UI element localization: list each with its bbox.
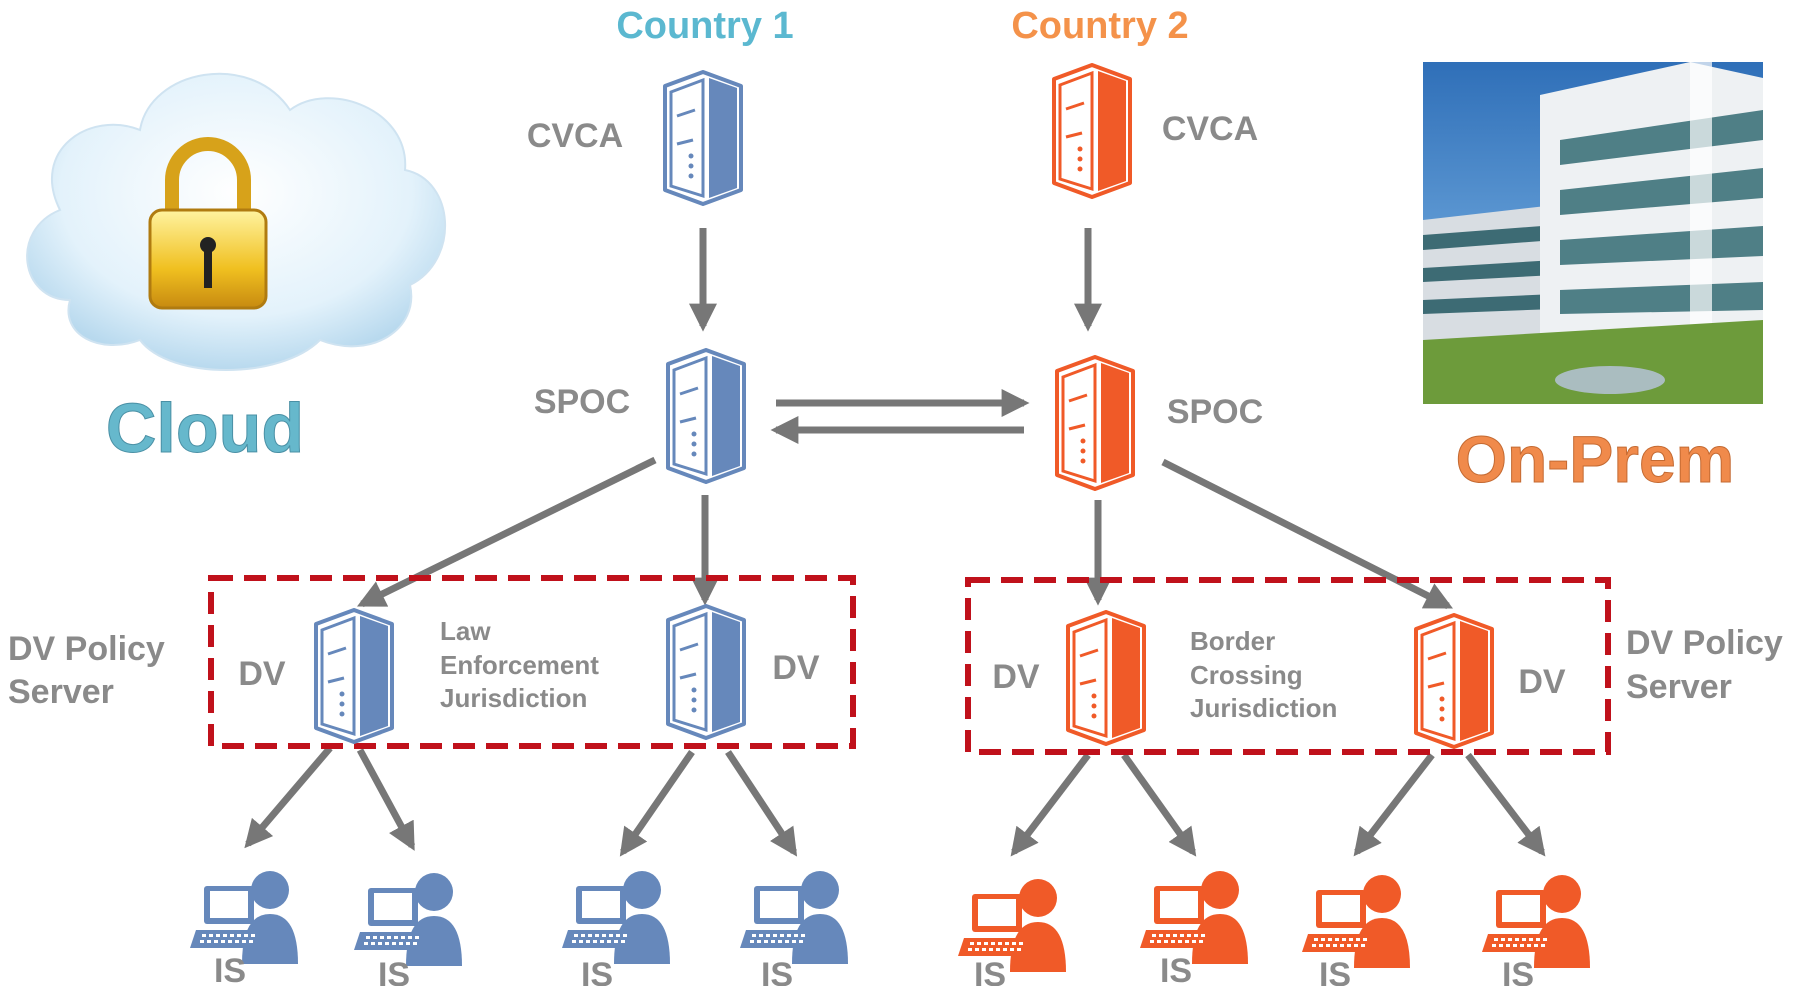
onprem-label: On-Prem — [1456, 422, 1735, 496]
dv-policy-line: DV Policy — [8, 630, 165, 668]
cvca-server-icon — [1052, 63, 1132, 199]
connection-arrows — [244, 228, 1546, 857]
is-label: IS — [1319, 956, 1351, 986]
spoc-label: SPOC — [1167, 393, 1263, 431]
cloud-lock-icon — [26, 72, 446, 371]
spoc-server-icon — [666, 348, 746, 484]
dv-server-icon — [1066, 610, 1146, 746]
jurisdiction-line: Crossing — [1190, 660, 1303, 690]
law-enforcement-jurisdiction-box — [208, 575, 856, 749]
spoc-server-icon — [1055, 355, 1135, 491]
jurisdiction-line: Jurisdiction — [1190, 693, 1337, 723]
user-workstation-icon — [562, 871, 670, 964]
cloud-label: Cloud — [106, 389, 304, 467]
is-label: IS — [1160, 952, 1192, 986]
dv-policy-server-label-right: DV Policy Server — [1626, 624, 1783, 706]
dv-policy-line: Server — [1626, 668, 1732, 706]
dv-server-icon — [666, 604, 746, 740]
office-building-photo — [1423, 62, 1763, 404]
is-label: IS — [378, 956, 410, 986]
dv-policy-line: Server — [8, 673, 114, 711]
law-enforcement-jurisdiction-label: Law Enforcement Jurisdiction — [440, 616, 599, 713]
spoc-label: SPOC — [534, 383, 630, 421]
user-workstation-icon — [1302, 875, 1410, 968]
user-workstation-icon — [1482, 875, 1590, 968]
arrow-dv4-is8 — [1465, 752, 1546, 857]
jurisdiction-line: Border — [1190, 626, 1275, 656]
dv-label: DV — [772, 649, 820, 687]
jurisdiction-line: Jurisdiction — [440, 683, 587, 713]
dv-server-icon — [314, 608, 394, 744]
country2-title: Country 2 — [1011, 5, 1188, 47]
border-crossing-jurisdiction-label: Border Crossing Jurisdiction — [1190, 626, 1337, 723]
is-label: IS — [1502, 956, 1534, 986]
is-label: IS — [974, 956, 1006, 986]
is-label: IS — [581, 956, 613, 986]
arrow-dv2-is4 — [725, 750, 798, 857]
dv-label: DV — [238, 655, 286, 693]
dv-policy-server-label-left: DV Policy Server — [8, 630, 165, 711]
dv-label: DV — [1518, 663, 1566, 701]
border-crossing-jurisdiction-box — [965, 577, 1611, 755]
cvca-server-icon — [663, 70, 743, 206]
dv-policy-line: DV Policy — [1626, 624, 1783, 662]
user-workstation-icon — [1140, 871, 1248, 964]
arrow-dv3-is5 — [1010, 752, 1091, 857]
user-workstation-icon — [190, 871, 298, 964]
arrow-dv1-is1 — [244, 745, 333, 849]
arrow-dv1-is2 — [356, 748, 416, 851]
arrow-spoc2-dv4 — [1161, 458, 1453, 610]
user-workstation-icon — [740, 871, 848, 964]
arrow-dv3-is6 — [1121, 752, 1197, 857]
arrow-spoc1-dv1 — [356, 456, 657, 608]
user-workstation-icon — [354, 873, 462, 966]
dv-server-icon — [1414, 613, 1494, 749]
dv-label: DV — [992, 658, 1040, 696]
arrow-dv4-is7 — [1353, 752, 1435, 857]
is-label: IS — [761, 956, 793, 986]
country1-title: Country 1 — [616, 5, 793, 47]
cvca-label: CVCA — [1162, 110, 1258, 148]
is-label: IS — [214, 952, 246, 986]
arrow-dv2-is3 — [619, 750, 695, 857]
jurisdiction-line: Law — [440, 616, 491, 646]
jurisdiction-line: Enforcement — [440, 650, 599, 680]
cvca-label: CVCA — [527, 117, 623, 155]
